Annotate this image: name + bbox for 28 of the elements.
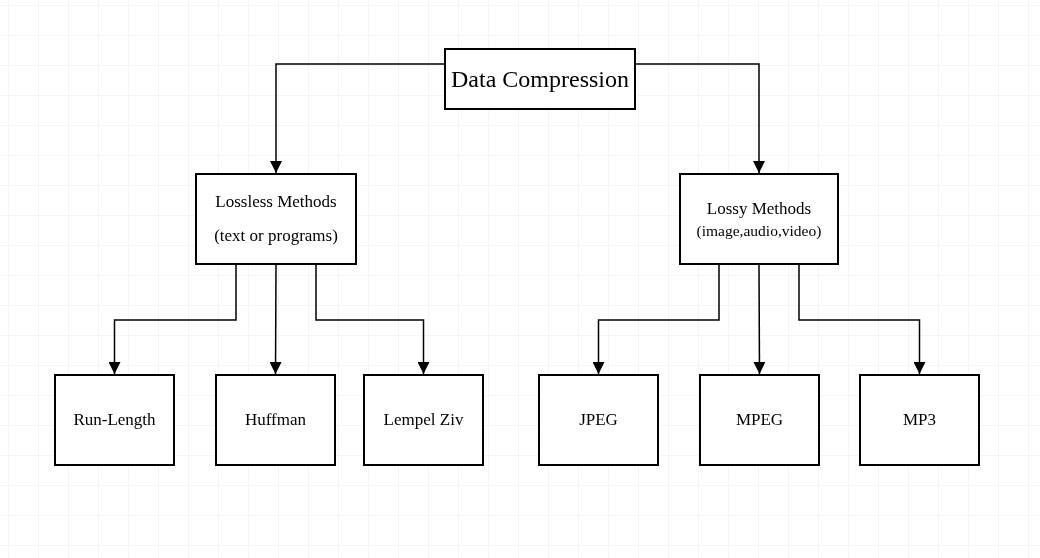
process-box xyxy=(363,374,484,466)
process-box xyxy=(444,48,636,110)
box-title: Data Compression xyxy=(451,65,629,94)
box-title: MPEG xyxy=(735,409,784,431)
arrow xyxy=(269,264,282,375)
arrow xyxy=(108,264,237,375)
box-title: Lempel Ziv xyxy=(383,409,464,431)
box-title: Lossy Methods xyxy=(706,198,812,220)
process-box xyxy=(679,173,839,265)
box-title: JPEG xyxy=(579,409,618,431)
arrow xyxy=(592,264,720,375)
arrow xyxy=(753,264,766,375)
box-title: Huffman xyxy=(244,409,307,431)
arrow xyxy=(798,264,926,375)
arrow xyxy=(270,63,445,174)
process-box xyxy=(538,374,659,466)
process-box xyxy=(215,374,336,466)
box-title: Run-Length xyxy=(73,409,156,431)
process-box xyxy=(54,374,175,466)
box-subtitle: (text or programs) xyxy=(214,225,338,247)
box-title: Lossless Methods xyxy=(215,191,337,213)
process-box xyxy=(195,173,357,265)
arrow xyxy=(315,264,430,375)
process-box xyxy=(699,374,820,466)
box-subtitle: (image,audio,video) xyxy=(696,221,822,241)
process-box xyxy=(859,374,980,466)
arrow xyxy=(635,63,765,174)
box-title: MP3 xyxy=(902,409,937,431)
